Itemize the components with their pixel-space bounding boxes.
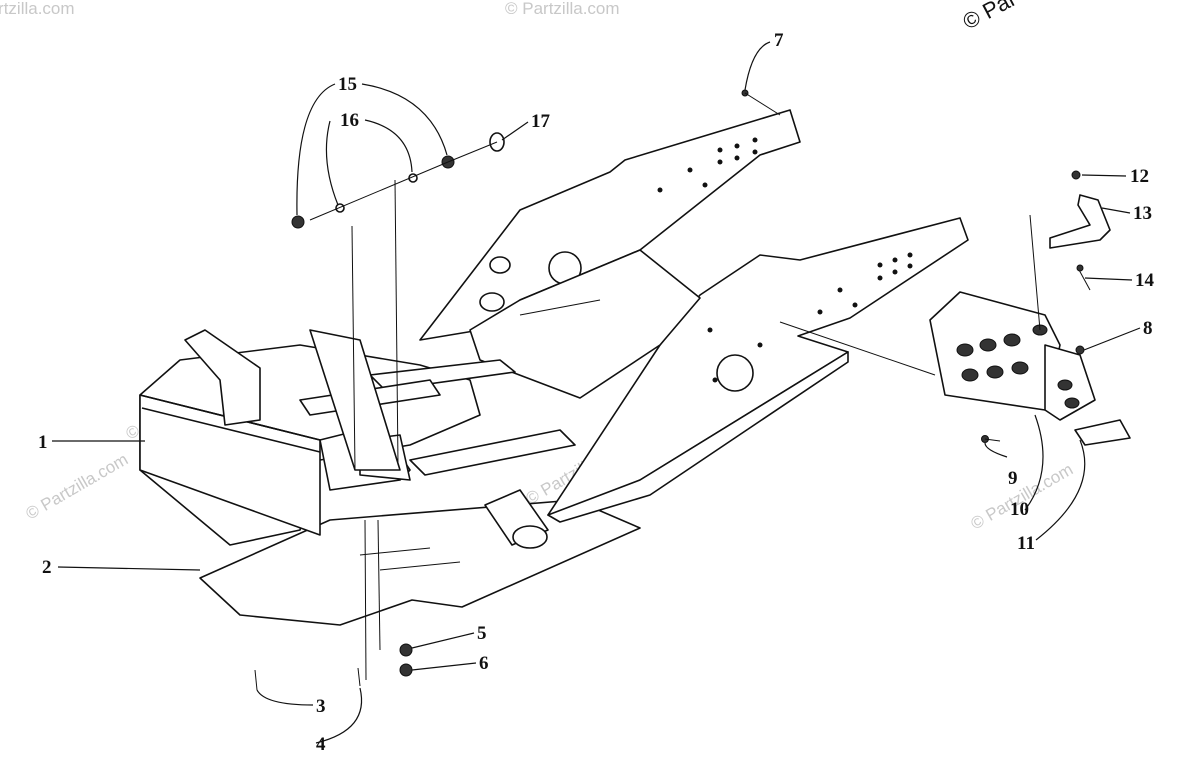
cross-members [299,329,576,476]
callout-9: 9 [1008,468,1018,489]
nut-5 [399,643,413,657]
watermark-left: © Partzilla.com [23,450,132,524]
callout-1: 1 [38,432,48,453]
callout-4: 4 [316,734,326,755]
nut-15a [291,215,305,229]
nut-6 [399,663,413,677]
callout-8: 8 [1143,318,1153,339]
rail-holes [657,137,913,383]
washer-16a [335,203,345,213]
watermark-right: © Partzilla.com [968,460,1077,534]
callout-10: 10 [1010,499,1029,520]
fasteners [254,89,1091,691]
watermark-top-right: © Par [959,0,1021,34]
nut-12 [1071,170,1081,180]
callout-11: 11 [1017,533,1035,554]
footrest-bracket [929,291,1096,421]
callout-labels: 1 2 3 4 5 6 7 8 9 10 11 12 13 14 15 16 1… [38,30,1155,755]
rivet-3 [254,669,258,691]
bolt-14 [1077,267,1091,291]
callout-13: 13 [1133,203,1152,224]
front-tube [484,489,549,549]
small-plate [1074,419,1131,446]
assembly-lines [309,92,1041,681]
callout-2: 2 [42,557,52,578]
handle-bracket [1049,194,1111,249]
callout-14: 14 [1135,270,1155,291]
nut-8 [1075,345,1085,355]
callout-3: 3 [316,696,326,717]
callout-6: 6 [479,653,489,674]
callout-12: 12 [1130,166,1149,187]
tunnel-fitting [479,256,511,312]
callout-15: 15 [338,74,357,95]
callout-7: 7 [774,30,784,51]
tunnel-side-right [547,217,969,523]
callout-17: 17 [531,111,551,132]
watermark-top-mid: © Partzilla.com [505,0,620,18]
callout-16: 16 [340,110,359,131]
watermark-top-left: © Partzilla.com [0,0,75,18]
leader-lines [52,41,1141,744]
callout-5: 5 [477,623,487,644]
rivet-4 [357,667,361,687]
